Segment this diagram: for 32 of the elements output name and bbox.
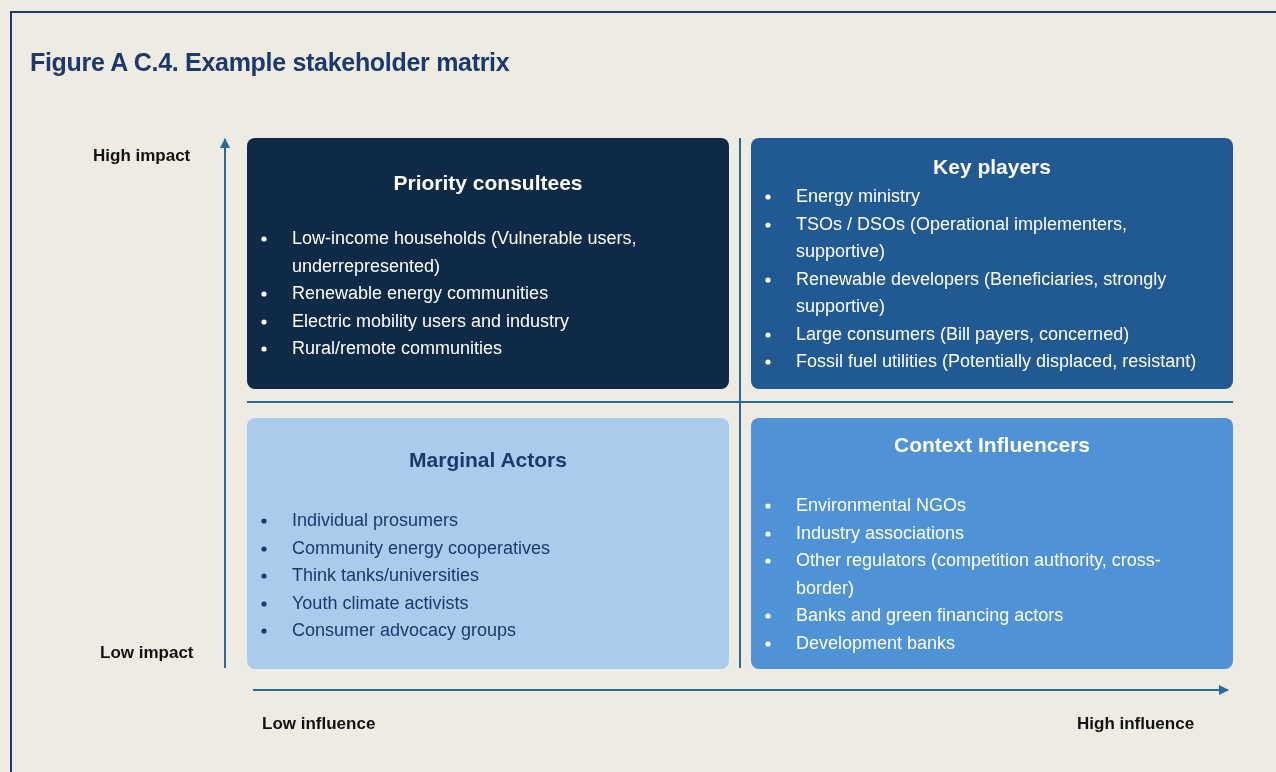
bullet-item: Youth climate activists [292, 592, 469, 613]
bullet-item: Renewable developers (Beneficiaries, strongly supportive) [796, 268, 1167, 316]
bullet-item: Community energy cooperatives [292, 537, 551, 558]
quadrant-box [751, 418, 1233, 669]
bullet-item: Fossil fuel utilities (Potentially displaced, resistant) [796, 351, 1197, 371]
quadrant-box [247, 138, 729, 389]
quadrant-box [247, 418, 729, 669]
axis-label: High impact [93, 146, 191, 166]
bullet-item: Industry associations [796, 522, 965, 543]
bullet-item: Individual prosumers [292, 510, 459, 530]
quadrant-heading: Priority consultees [392, 171, 584, 195]
axis-label: Low impact [100, 643, 194, 663]
quadrant-box [751, 138, 1233, 389]
figure-title: Figure A C.4. Example stakeholder matrix [30, 48, 510, 77]
axis-label: High influence [1077, 714, 1195, 734]
quadrant-heading: Key players [932, 155, 1052, 179]
bullet-item: Energy ministry [796, 186, 921, 206]
bullet-item: TSOs / DSOs (Operational implementers, supportive) [796, 213, 1128, 261]
bullet-item: Low-income households (Vulnerable users, underrepresented) [292, 228, 637, 276]
bullet-item: Large consumers (Bill payers, concerned) [796, 323, 1130, 344]
bullet-item: Consumer advocacy groups [292, 620, 517, 640]
bullet-item: Rural/remote communities [292, 338, 503, 358]
bullet-item: Development banks [796, 632, 956, 653]
bullet-item: Electric mobility users and industry [292, 310, 570, 331]
axis-label: Low influence [262, 714, 376, 734]
bullet-item: Environmental NGOs [796, 495, 967, 515]
quadrant-heading: Context Influencers [892, 433, 1091, 457]
bullet-item: Renewable energy communities [292, 283, 549, 303]
quadrant-heading: Marginal Actors [408, 448, 568, 472]
bullet-item: Think tanks/universities [292, 565, 480, 585]
bullet-item: Banks and green financing actors [796, 605, 1064, 625]
bullet-item: Other regulators (competition authority, cross-border) [796, 550, 1161, 598]
